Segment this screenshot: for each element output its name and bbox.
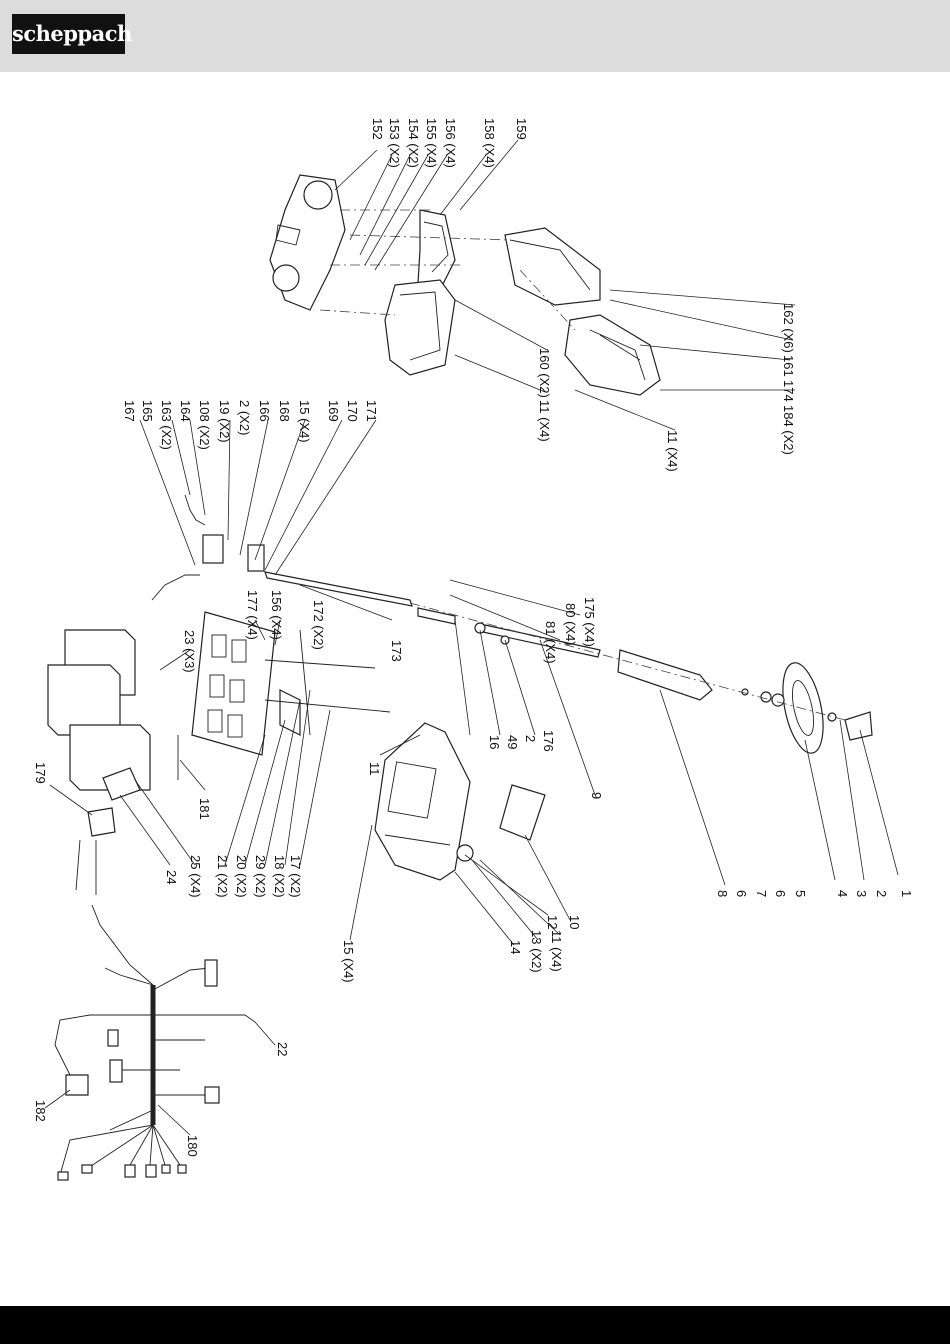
callout-21: 21 (X2) — [215, 855, 230, 898]
steering-wheel-part-4 — [741, 662, 837, 754]
callout-5: 5 — [793, 890, 808, 897]
relay-part-24 — [102, 767, 141, 801]
callout-17: 17 (X2) — [288, 855, 303, 898]
callout-25: 25 (X4) — [188, 855, 203, 898]
block-part-16 — [417, 607, 456, 625]
callout-182: 182 — [33, 1100, 48, 1122]
shaft-part-173 — [264, 571, 413, 607]
callout-11-lower: 11 (X4) — [549, 930, 564, 972]
callout-20: 20 (X2) — [234, 855, 249, 898]
callout-18: 18 (X2) — [272, 855, 287, 898]
callout-170: 170 — [345, 400, 360, 422]
callout-154: 154 (X2) — [406, 118, 421, 168]
callout-156: 156 (X4) — [443, 118, 458, 168]
callout-10: 10 — [567, 915, 582, 929]
callout-6-right: 6 — [773, 890, 788, 897]
callout-172: 172 (X2) — [311, 600, 326, 650]
callout-158: 158 (X4) — [482, 118, 497, 168]
battery-part-23 — [47, 629, 151, 791]
callout-labels: 152 153 (X2) 154 (X2) 155 (X4) 156 (X4) … — [33, 118, 914, 1157]
wire-part-22 — [205, 1014, 256, 1023]
callout-176: 176 — [541, 730, 556, 752]
callout-80: 80 (X4) — [563, 603, 578, 646]
callout-12: 12 — [545, 915, 560, 929]
callout-108: 108 (X2) — [197, 400, 212, 450]
callout-49: 49 — [505, 735, 520, 749]
callout-165: 165 — [140, 400, 155, 422]
wiring-harness-part-180 — [57, 904, 220, 1181]
callout-168: 168 — [277, 400, 292, 422]
bracket-part-166 — [202, 534, 265, 572]
callout-171: 171 — [364, 400, 379, 422]
callout-156-mid: 156 (X4) — [269, 590, 284, 640]
callout-15-lower: 15 (X4) — [341, 940, 356, 983]
cover-part-159 — [504, 227, 601, 306]
callout-1: 1 — [899, 890, 914, 897]
callout-11-chassis: 11 — [367, 762, 382, 776]
chassis-part-11 — [374, 722, 474, 881]
callout-15-upper: 15 (X4) — [297, 400, 312, 443]
callout-9: 9 — [589, 792, 604, 799]
callout-23: 23 (X3) — [182, 630, 197, 673]
callout-159: 159 — [514, 118, 529, 140]
callout-162: 162 (X6) — [781, 303, 796, 353]
callout-173: 173 — [389, 640, 404, 662]
callout-22: 22 — [275, 1042, 290, 1056]
callout-6-left: 6 — [734, 890, 749, 897]
callout-179: 179 — [33, 762, 48, 784]
callout-155: 155 (X4) — [424, 118, 439, 168]
footer-bar — [0, 1306, 950, 1344]
header-bar: scheppach — [0, 0, 950, 72]
callout-152: 152 — [370, 118, 385, 140]
callout-163: 163 (X2) — [159, 400, 174, 450]
grip-part-8 — [617, 649, 713, 701]
seat-panel-part-160 — [384, 279, 456, 376]
connector-part-179 — [75, 807, 116, 895]
callout-13: 13 (X2) — [529, 930, 544, 973]
callout-164: 164 — [178, 400, 193, 422]
cover-part-174 — [564, 314, 661, 396]
callout-29: 29 (X2) — [253, 855, 268, 898]
plate-part-10 — [499, 784, 546, 841]
callout-11-right: 11 (X4) — [665, 430, 680, 472]
brand-logo: scheppach — [12, 14, 132, 54]
callout-169: 169 — [326, 400, 341, 422]
callout-4: 4 — [835, 890, 850, 897]
switch-part-182 — [54, 1014, 91, 1096]
tray-part-156 — [191, 611, 276, 756]
callout-184: 184 (X2) — [781, 405, 796, 455]
callout-11-top: 11 (X4) — [537, 400, 552, 442]
seat-shell-part-152 — [269, 174, 346, 311]
callout-2-upper: 2 (X2) — [237, 400, 252, 435]
callout-160: 160 (X2) — [537, 348, 552, 398]
callout-166: 166 — [257, 400, 272, 422]
callout-7: 7 — [754, 890, 769, 897]
callout-2-right: 2 — [874, 890, 889, 897]
callout-24: 24 — [164, 870, 179, 884]
callout-2-mid: 2 — [523, 735, 538, 742]
rod-parts-17-18-20-29 — [264, 629, 391, 736]
callout-181: 181 — [197, 798, 212, 820]
callout-3: 3 — [854, 890, 869, 897]
callout-19: 19 (X2) — [217, 400, 232, 443]
callout-161: 161 — [781, 355, 796, 377]
callout-153: 153 (X2) — [387, 118, 402, 168]
seat-panel-part-158 — [417, 209, 456, 291]
callout-177: 177 (X4) — [245, 590, 260, 640]
callout-81: 81 (X4) — [543, 621, 558, 664]
hub-part-1 — [844, 711, 873, 741]
callout-180: 180 — [185, 1135, 200, 1157]
callout-175: 175 (X4) — [582, 597, 597, 647]
callout-14: 14 — [508, 940, 523, 954]
callout-16: 16 — [487, 735, 502, 749]
callout-167: 167 — [122, 400, 137, 422]
callout-174: 174 — [781, 380, 796, 402]
callout-8: 8 — [715, 890, 730, 897]
exploded-parts-diagram: 152 153 (X2) 154 (X2) 155 (X4) 156 (X4) … — [33, 118, 914, 1181]
